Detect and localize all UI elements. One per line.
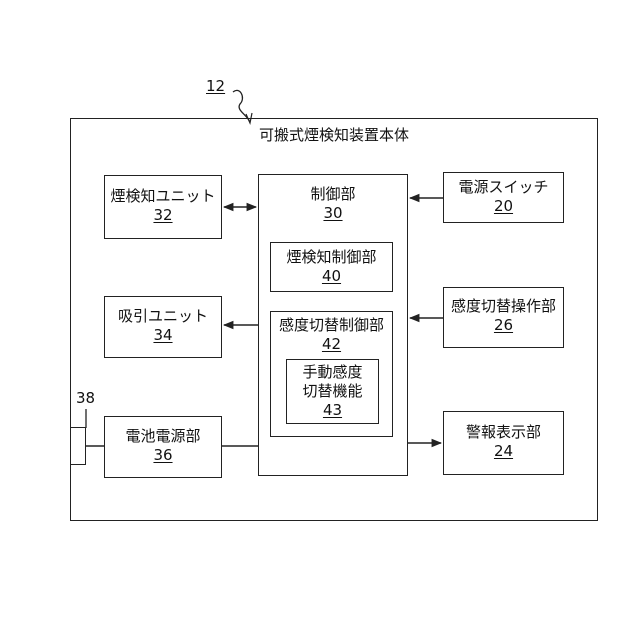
connector-lines	[0, 0, 640, 640]
